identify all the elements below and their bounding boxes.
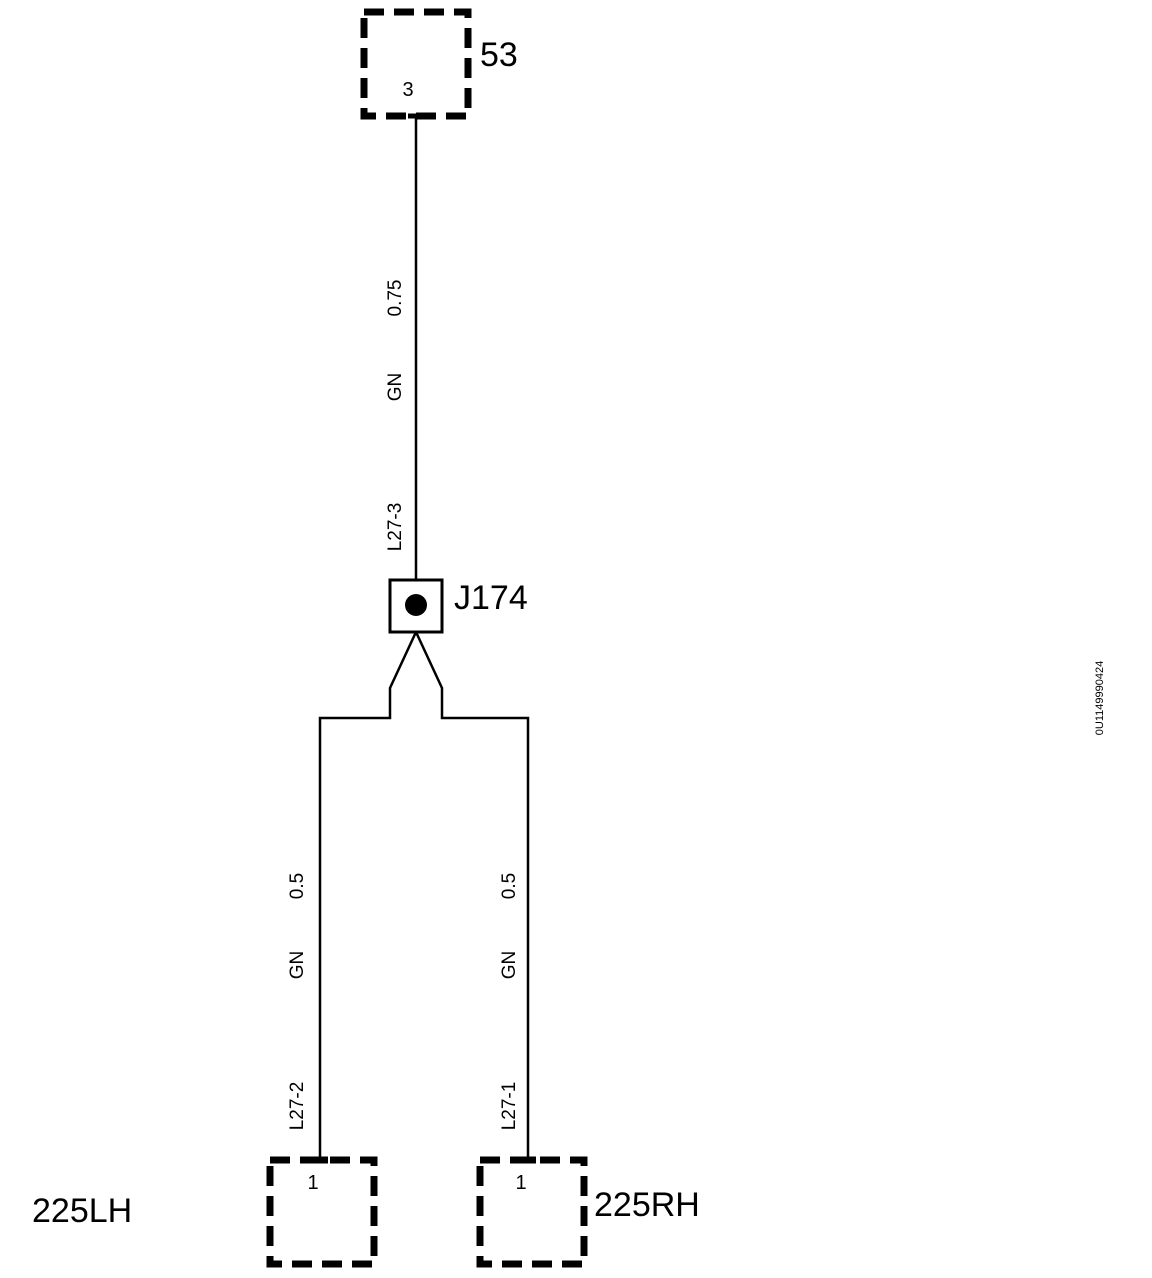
connector-225rh-box <box>476 1156 588 1268</box>
wire-main-color: GN <box>385 373 406 402</box>
connector-53-box <box>360 8 472 120</box>
wire-right-size: 0.5 <box>499 873 520 899</box>
connector-225rh: 1 225RH <box>476 1156 700 1268</box>
connector-225lh-pin: 1 <box>307 1172 318 1194</box>
wire-left: 0.5 GN L27-2 <box>287 631 418 1160</box>
splice-j174: J174 <box>388 578 528 634</box>
connector-225lh-box <box>266 1156 378 1268</box>
connector-225rh-label: 225RH <box>594 1186 700 1224</box>
document-id: 0U1149990424 <box>1094 661 1106 735</box>
connector-53-label: 53 <box>480 36 518 74</box>
connector-53: 53 3 <box>360 8 518 120</box>
connector-53-pin: 3 <box>402 79 413 101</box>
wire-left-line <box>318 631 418 1160</box>
wire-right-color: GN <box>499 951 520 980</box>
wire-right-id: L27-1 <box>499 1082 520 1131</box>
splice-j174-label: J174 <box>454 579 528 617</box>
connector-225rh-pin: 1 <box>515 1172 526 1194</box>
wire-right: 0.5 GN L27-1 <box>414 631 530 1160</box>
wire-left-id: L27-2 <box>287 1082 308 1131</box>
wire-left-size: 0.5 <box>287 873 308 899</box>
wire-right-line <box>414 631 530 1160</box>
wire-main-id: L27-3 <box>385 503 406 552</box>
connector-225lh: 1 225LH <box>32 1156 378 1268</box>
wire-left-color: GN <box>287 951 308 980</box>
wire-main-size: 0.75 <box>385 280 406 317</box>
connector-225lh-label: 225LH <box>32 1192 132 1230</box>
wire-main: 0.75 GN L27-3 <box>385 113 424 580</box>
splice-j174-dot <box>405 594 427 616</box>
